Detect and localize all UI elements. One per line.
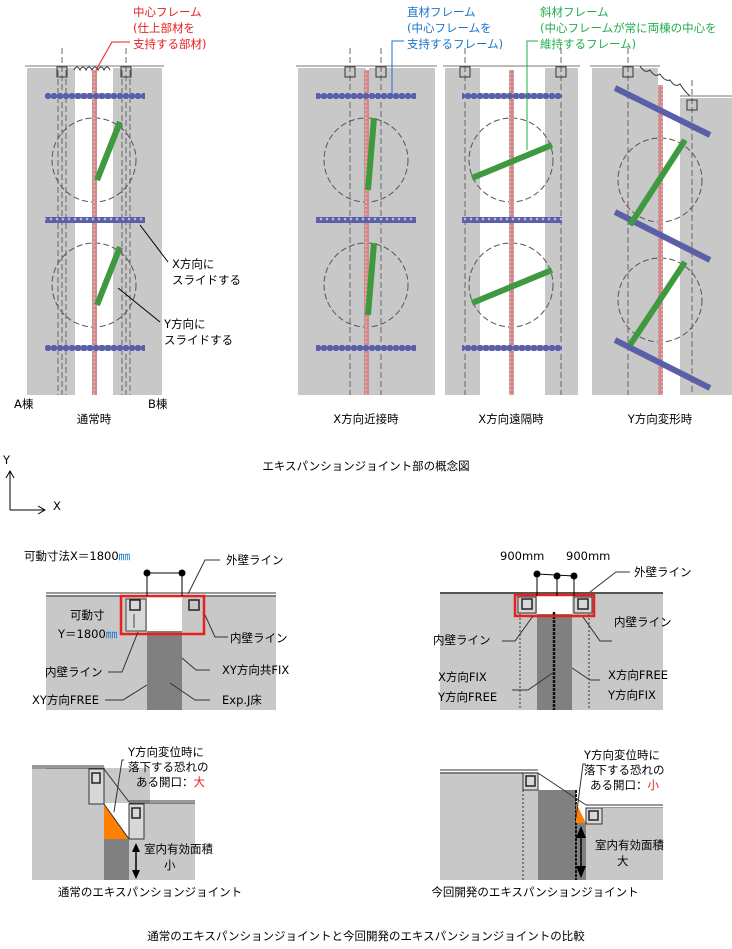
x-fix-label: X方向FIX xyxy=(438,670,487,684)
movable-y-label: 可動寸 xyxy=(70,608,105,622)
caption-conventional: 通常のエキスパンションジョイント xyxy=(58,885,242,899)
area-value: 小 xyxy=(164,858,176,872)
caption-normal: 通常時 xyxy=(77,412,112,426)
axis-x-label: X xyxy=(53,499,61,513)
callout-straight-frame: 直材フレーム (中心フレームを 支持するフレーム) xyxy=(391,5,503,96)
detail-conventional: 可動寸法X＝1800㎜ 可動寸 Y＝1800㎜ 外壁ライン 内壁ライン 内壁ライ… xyxy=(24,549,289,710)
caption-x-approach: X方向近接時 xyxy=(333,412,399,426)
callout-line: 斜材フレーム xyxy=(540,5,609,19)
column-a xyxy=(56,66,68,78)
x-slide-label: X方向に xyxy=(172,257,214,271)
callout-line: (中心フレームが常に両棟の中心を xyxy=(540,21,717,35)
compare-developed: Y方向変位時に 落下する恐れの ある開口：小 室内有効面積 大 今回開発のエキス… xyxy=(431,748,664,899)
callout-line: 直材フレーム xyxy=(407,5,476,19)
panel-x-approach xyxy=(296,48,437,395)
area-label: 室内有効面積 xyxy=(144,842,213,856)
axis-y-label: Y xyxy=(2,453,11,467)
column-b xyxy=(120,66,132,78)
caption-developed: 今回開発のエキスパンションジョイント xyxy=(431,885,638,899)
movable-y-value: Y＝1800㎜ xyxy=(57,627,118,641)
callout-line: 支持するフレーム) xyxy=(407,37,503,51)
comparison-caption: 通常のエキスパンションジョイントと今回開発のエキスパンションジョイントの比較 xyxy=(147,929,585,943)
callout-line: 支持する部材) xyxy=(133,37,207,51)
callout-line: 中心フレーム xyxy=(133,5,202,19)
x-slide-label: スライドする xyxy=(172,273,241,287)
diagonal-frame xyxy=(94,245,123,307)
dim-right-label: 900mm xyxy=(566,549,610,563)
callout-center-frame: 中心フレーム (仕上部材を 支持する部材) xyxy=(95,5,207,71)
inner-wall-right-label: 内壁ライン xyxy=(614,615,672,629)
note-line: Y方向変位時に xyxy=(583,748,660,762)
y-slide-label: Y方向に xyxy=(163,317,206,331)
compare-conventional: Y方向変位時に 落下する恐れの ある開口：大 室内有効面積 小 通常のエキスパン… xyxy=(32,745,242,899)
straight-frame xyxy=(45,345,145,351)
callout-line: 維持するフレーム) xyxy=(540,37,636,51)
cover-bellows xyxy=(73,66,111,72)
callout-diagonal-frame: 斜材フレーム (中心フレームが常に両棟の中心を 維持するフレーム) xyxy=(526,5,717,150)
building-b-label: B棟 xyxy=(148,397,168,411)
callout-line: (中心フレームを xyxy=(407,21,492,35)
panel-normal xyxy=(25,48,164,395)
x-free-label: X方向FREE xyxy=(608,668,668,682)
y-fix-label: Y方向FIX xyxy=(607,688,656,702)
straight-frame xyxy=(45,217,145,223)
note-line: ある開口：大 xyxy=(136,775,206,789)
building-a xyxy=(27,68,75,395)
inner-wall-left-label: 内壁ライン xyxy=(433,633,491,647)
note-line: 落下する恐れの xyxy=(584,763,665,777)
inner-wall-right-label: 内壁ライン xyxy=(230,631,288,645)
xy-fix-label: XY方向共FIX xyxy=(222,663,289,677)
xy-free-label: XY方向FREE xyxy=(32,693,99,707)
y-slide-label: スライドする xyxy=(164,333,233,347)
center-frame xyxy=(92,70,97,395)
note-line: Y方向変位時に xyxy=(127,745,204,759)
outer-wall-label: 外壁ライン xyxy=(634,565,692,579)
caption-y-deformation: Y方向変形時 xyxy=(627,412,693,426)
y-free-label: Y方向FREE xyxy=(437,690,497,704)
area-value: 大 xyxy=(617,854,629,868)
movable-x-label: 可動寸法X＝1800㎜ xyxy=(24,549,131,563)
expj-floor-label: Exp.J床 xyxy=(222,693,262,707)
center-frame xyxy=(364,70,369,395)
dim-left-label: 900mm xyxy=(500,549,544,563)
expj-floor xyxy=(147,631,182,710)
outer-wall-label: 外壁ライン xyxy=(226,553,284,567)
building-a-label: A棟 xyxy=(14,397,34,411)
caption-x-separation: X方向遠隔時 xyxy=(478,412,544,426)
straight-frame xyxy=(45,93,145,99)
note-line: ある開口：小 xyxy=(590,778,660,792)
area-label: 室内有効面積 xyxy=(595,838,664,852)
inner-wall-left-label: 内壁ライン xyxy=(45,665,103,679)
panel-x-separation xyxy=(443,48,580,395)
panel-y-deformation xyxy=(590,48,732,395)
detail-developed: 900mm 900mm 外壁ライン 内壁ライン 内壁ライン X方向FIX Y方向… xyxy=(433,549,692,710)
axis-indicator: Y X xyxy=(2,453,61,515)
note-line: 落下する恐れの xyxy=(128,760,209,774)
fall-opening xyxy=(576,803,586,823)
callout-line: (仕上部材を xyxy=(133,21,195,35)
figure-caption: エキスパンションジョイント部の概念図 xyxy=(262,459,469,473)
